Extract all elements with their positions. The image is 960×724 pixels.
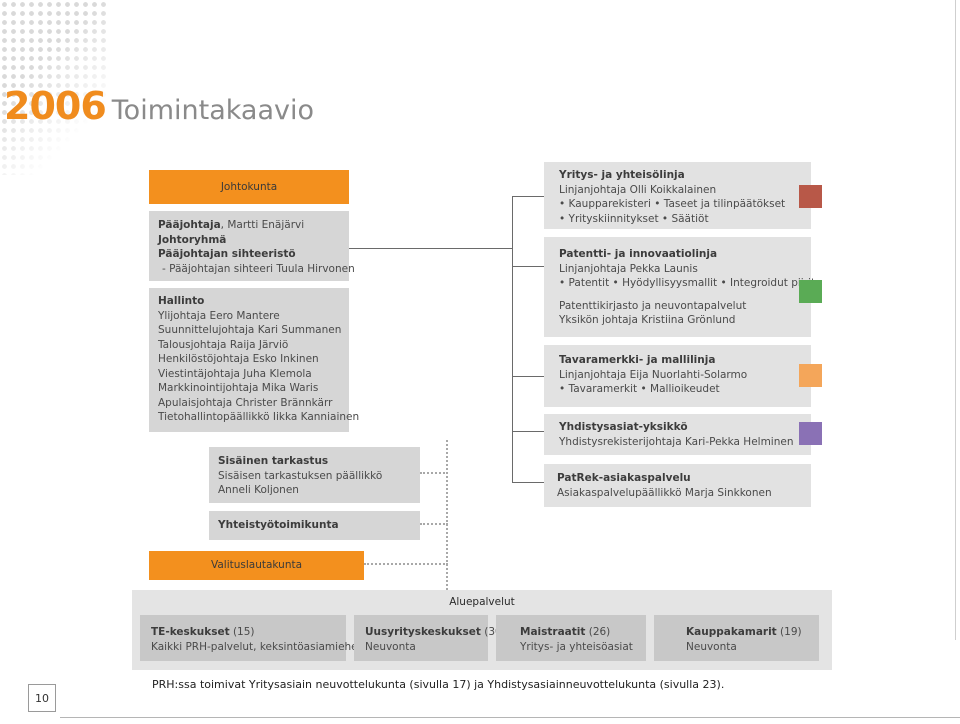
box-paajohtaja: Pääjohtaja, Martti Enäjärvi Johtoryhmä P… [149,211,355,281]
hallinto-title: Hallinto [158,295,205,307]
bottom-rule [60,717,960,718]
kirjasto-title: Patenttikirjasto ja neuvontapalvelut [559,299,747,312]
page-number: 10 [28,684,56,712]
box-sisainen-tarkastus: Sisäinen tarkastus Sisäisen tarkastuksen… [209,447,420,503]
regional-box-uusyrityskeskukset: Uusyrityskeskukset (30) Neuvonta [354,615,506,661]
regional-count: (19) [776,626,802,638]
hallinto-line: Ylijohtaja Eero Mantere [158,309,280,322]
regional-box-te-keskukset: TE-keskukset (15) Kaikki PRH-palvelut, k… [140,615,362,661]
connector-yritys [512,196,544,197]
hallinto-line: Markkinointijohtaja Mika Waris [158,382,319,394]
sisainen-line: Sisäisen tarkastuksen päällikkö [218,469,383,482]
box-valituslautakunta: Valituslautakunta [149,551,364,580]
regional-name: Maistraatit [520,626,586,638]
hallinto-line: Talousjohtaja Raija Järviö [158,338,289,351]
patentti-title: Patentti- ja innovaatiolinja [559,248,718,260]
yhteistyo-label: Yhteistyötoimikunta [218,519,339,531]
johtoryhma-label: Johtoryhmä [158,233,227,246]
patrek-title: PatRek-asiakaspalvelu [557,472,691,484]
tavara-lead: Linjanjohtaja Eija Nuorlahti-Solarmo [559,368,748,381]
sisainen-title: Sisäinen tarkastus [218,455,329,467]
connector-yhdistys [512,431,544,432]
title-text: Toimintakaavio [111,95,314,126]
yhdistys-title: Yhdistysasiat-yksikkö [559,421,688,433]
dot-pattern-decoration [0,0,110,175]
paajohtaja-name: , Martti Enäjärvi [220,219,305,231]
patentti-lead: Linjanjohtaja Pekka Launis [559,262,698,275]
box-yritys-yhteisolinja: Yritys- ja yhteisölinja Linjanjohtaja Ol… [544,162,811,229]
box-johtokunta: Johtokunta [149,170,349,204]
yritys-items: • Kaupparekisteri • Taseet ja tilinpäätö… [559,198,786,210]
patentti-items: • Patentit • Hyödyllisyysmallit • Integr… [559,277,816,289]
aluepalvelut-title: Aluepalvelut [449,596,515,608]
dotted-connector-yhteistyo [420,523,448,525]
regional-name: Uusyrityskeskukset [365,626,481,638]
color-square-green [799,280,822,303]
box-yhdistysasiat-yksikko: Yhdistysasiat-yksikkö Yhdistysrekisterij… [544,414,811,455]
valitus-label: Valituslautakunta [210,559,303,571]
regional-sub: Neuvonta [686,640,737,653]
box-patentti-innovaatiolinja: Patentti- ja innovaatiolinja Linjanjohta… [544,237,816,337]
connector-patentti [512,266,544,267]
paajohtaja-label: Pääjohtaja [158,219,221,231]
right-edge-rule [955,0,956,640]
box-tavaramerkki-mallilinja: Tavaramerkki- ja mallilinja Linjanjohtaj… [544,345,811,407]
footnote: PRH:ssa toimivat Yritysasiain neuvottelu… [152,678,725,691]
regional-sub: Neuvonta [365,640,416,653]
color-square-purple [799,422,822,445]
sihteeristo-label: Pääjohtajan sihteeristö [158,248,296,260]
dotted-connector-sisainen [420,472,448,474]
patrek-lead: Asiakaspalvelupäällikkö Marja Sinkkonen [557,486,772,499]
regional-name: TE-keskukset [151,626,230,638]
connector-main [348,248,512,249]
regional-name: Kauppakamarit [686,626,777,638]
tavara-items: • Tavaramerkit • Mallioikeudet [559,383,720,395]
box-hallinto: Hallinto Ylijohtaja Eero Mantere Suunnit… [149,288,360,432]
yritys-title: Yritys- ja yhteisölinja [559,169,685,181]
regional-sub: Yritys- ja yhteisöasiat [520,640,633,653]
sihteeri-name: - Pääjohtajan sihteeri Tuula Hirvonen [162,262,355,275]
regional-count: (26) [585,626,611,638]
box-patrek-asiakaspalvelu: PatRek-asiakaspalvelu Asiakaspalvelupääl… [544,464,811,507]
hallinto-line: Viestintäjohtaja Juha Klemola [158,367,312,380]
hallinto-line: Henkilöstöjohtaja Esko Inkinen [158,353,319,365]
color-square-red [799,185,822,208]
connector-patrek [512,482,544,483]
dotted-connector-vertical [446,440,448,590]
regional-box-kauppakamarit: Kauppakamarit (19) Neuvonta [654,615,819,661]
sisainen-line: Anneli Koljonen [218,484,299,496]
color-square-orange [799,364,822,387]
regional-sub: Kaikki PRH-palvelut, keksintöasiamiehet [151,640,362,653]
yhdistys-lead: Yhdistysrekisterijohtaja Kari-Pekka Helm… [559,435,794,448]
hallinto-line: Apulaisjohtaja Christer Brännkärr [158,396,333,409]
hallinto-line: Tietohallintopäällikkö Iikka Kanniainen [158,411,360,423]
box-yhteistyotoimikunta: Yhteistyötoimikunta [209,511,420,540]
connector-tavara [512,376,544,377]
tavara-title: Tavaramerkki- ja mallilinja [559,354,716,366]
johtokunta-label: Johtokunta [220,181,278,193]
title-year: 2006 [4,84,107,128]
regional-count: (15) [229,626,255,638]
dotted-connector-valitus [364,563,448,565]
regional-box-maistraatit: Maistraatit (26) Yritys- ja yhteisöasiat [496,615,646,661]
hallinto-line: Suunnittelujohtaja Kari Summanen [158,324,342,336]
kirjasto-lead: Yksikön johtaja Kristiina Grönlund [559,314,736,326]
yritys-items: • Yrityskiinnitykset • Säätiöt [559,212,709,225]
yritys-lead: Linjanjohtaja Olli Koikkalainen [559,183,717,196]
connector-trunk [512,196,513,482]
